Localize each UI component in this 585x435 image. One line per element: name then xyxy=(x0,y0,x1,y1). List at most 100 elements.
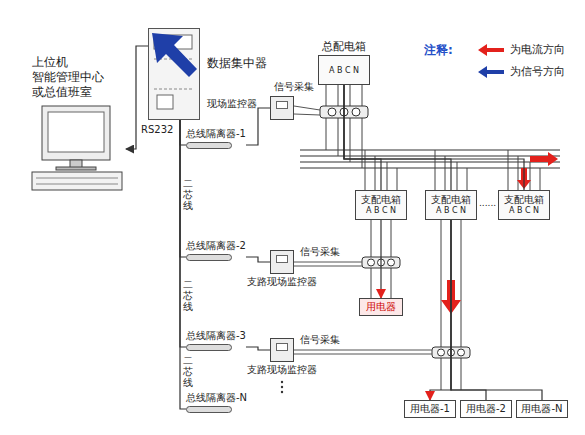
load-box: 用电器-N xyxy=(516,400,568,418)
wire xyxy=(375,156,376,190)
node-label: 总线隔离器-N xyxy=(186,392,247,404)
box-heading: 总配电箱 xyxy=(322,39,366,54)
wire xyxy=(294,266,362,267)
drawing-part xyxy=(294,114,320,115)
drawing-part xyxy=(32,172,122,190)
connector xyxy=(246,347,270,350)
drawing-part xyxy=(388,259,395,266)
drawing-part xyxy=(438,349,445,356)
legend-arrow xyxy=(478,44,504,56)
connector xyxy=(180,120,186,145)
wire xyxy=(518,156,519,190)
connector xyxy=(451,220,542,400)
monitor-panel xyxy=(276,101,288,109)
connector xyxy=(344,85,451,190)
drawing-part xyxy=(281,386,283,388)
node-label: 总线隔离器-3 xyxy=(186,330,246,342)
cabinet-feeders xyxy=(365,150,540,190)
drawing-part xyxy=(328,108,336,116)
monitor-panel xyxy=(276,343,288,351)
wire xyxy=(294,350,432,351)
box-label: 支配电箱 xyxy=(431,194,471,206)
wire xyxy=(338,85,339,156)
connector xyxy=(246,108,270,145)
isolator-body xyxy=(186,406,232,413)
arrow-shape xyxy=(478,44,504,56)
wire xyxy=(294,262,362,263)
drawing-part xyxy=(56,167,96,170)
connector-label: 二芯线 xyxy=(183,178,193,211)
wire xyxy=(445,156,446,190)
drawing-part xyxy=(281,381,283,383)
box-label: 支配电箱 xyxy=(504,194,544,206)
connector xyxy=(344,85,381,190)
legend-text: 为电流方向 xyxy=(510,42,565,57)
wire xyxy=(397,168,398,190)
node-label: 支路现场监控器 xyxy=(247,275,317,289)
branch-distribution-box: 支配电箱A B C N xyxy=(355,190,407,220)
wire xyxy=(530,162,531,190)
wire xyxy=(294,354,432,355)
wire xyxy=(300,155,560,156)
wire xyxy=(36,178,118,179)
signal-wire xyxy=(294,262,432,354)
wire xyxy=(300,149,560,150)
connector xyxy=(344,85,524,190)
wire xyxy=(300,161,560,162)
arrow-shape xyxy=(478,66,504,78)
box-label: 支配电箱 xyxy=(361,194,401,206)
box-label: 用电器-2 xyxy=(466,402,506,416)
connector-label: 二芯线 xyxy=(183,279,193,312)
monitor-panel xyxy=(276,255,288,263)
bus-isolator: 总线隔离器-2 xyxy=(186,240,246,261)
box-label: 用电器-1 xyxy=(410,402,450,416)
phase-letters: A B C N xyxy=(329,66,359,75)
field-monitor: 支路现场监控器 xyxy=(270,250,294,274)
field-monitor: 支路现场监控器 xyxy=(270,338,294,362)
phase-letters: A B C N xyxy=(509,206,539,216)
load-box: 用电器-2 xyxy=(460,400,512,418)
data-concentrator: 数据集中器 xyxy=(148,28,200,120)
main-distribution-box: 总配电箱A B C N xyxy=(318,55,370,85)
drawing-part xyxy=(352,108,360,116)
drawing-part xyxy=(48,112,104,152)
node-label: 总线隔离器-2 xyxy=(186,240,246,252)
concentrator-drawing xyxy=(149,29,198,118)
free-label: 信号采集 xyxy=(300,245,340,259)
wire xyxy=(457,162,458,190)
legend-heading: 注释: xyxy=(424,42,453,59)
node-label: 支路现场监控器 xyxy=(247,363,317,377)
box-label: 用电器-N xyxy=(521,402,562,416)
wire xyxy=(365,150,366,190)
legend-row: 为信号方向 xyxy=(478,64,565,79)
isolator-body xyxy=(186,142,232,149)
connector xyxy=(380,220,381,298)
wire xyxy=(467,168,468,190)
wire xyxy=(36,184,118,185)
continuation-dots xyxy=(281,381,283,393)
drawing-part xyxy=(458,349,465,356)
node-label: 数据集中器 xyxy=(207,55,267,72)
computer-icon xyxy=(30,104,126,194)
node-label: 总线隔离器-1 xyxy=(186,128,246,140)
drawing-part xyxy=(157,95,173,109)
legend-row: 为电流方向 xyxy=(478,42,565,57)
wire xyxy=(508,150,509,190)
drawing-part xyxy=(368,259,375,266)
free-label: 信号采集 xyxy=(274,80,314,94)
isolator-body xyxy=(186,254,232,261)
connector xyxy=(246,257,270,262)
bus-isolator: 总线隔离器-1 xyxy=(186,128,246,149)
wire xyxy=(441,220,442,390)
signal-wire xyxy=(294,106,320,115)
bus-isolator: 总线隔离器-3 xyxy=(186,330,246,351)
branch-distribution-box: 支配电箱A B C N xyxy=(498,190,550,220)
bus-isolator: 总线隔离器-N xyxy=(186,392,247,413)
connector-label: RS232 xyxy=(140,124,174,135)
box-label: 用电器 xyxy=(366,300,396,314)
host-computer: 上位机 智能管理中心 或总值班室 xyxy=(30,104,126,194)
field-monitor: 现场监控器 xyxy=(270,96,294,120)
free-label: ...... xyxy=(479,198,496,208)
drawing-part xyxy=(530,152,558,166)
